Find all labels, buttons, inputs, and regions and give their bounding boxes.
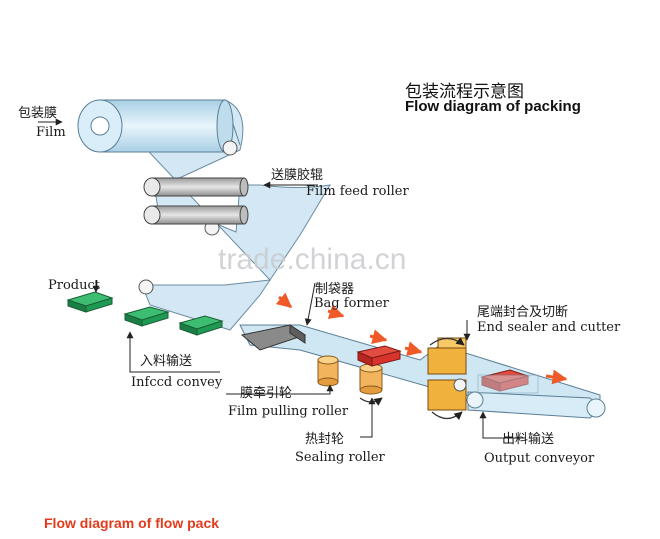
product-box	[66, 291, 114, 313]
label-pulling-roller-en: Film pulling roller	[228, 404, 349, 419]
sealing-rollers	[359, 363, 383, 406]
label-bag-former-en: Bag former	[314, 296, 389, 311]
flow-arrows	[275, 292, 568, 385]
film-feed-roller-pair	[143, 177, 249, 225]
diagram-title-en: Flow diagram of packing	[405, 98, 581, 115]
label-output-conveyor-en: Output conveyor	[484, 451, 595, 466]
label-film-cn: 包装膜	[18, 106, 58, 121]
label-pulling-roller-cn: 膜牵引轮	[240, 386, 293, 401]
label-sealing-roller-en: Sealing roller	[295, 450, 385, 465]
label-end-sealer-cn: 尾端封合及切断	[477, 305, 569, 320]
packages-in-tube	[356, 345, 402, 367]
infeed-products	[66, 291, 224, 336]
watermark: trade.china.cn	[218, 243, 407, 276]
label-film-feed-roller-en: Film feed roller	[306, 184, 409, 199]
label-infeed-en: Infccd convey	[131, 375, 223, 390]
label-infeed-cn: 入料输送	[140, 354, 193, 369]
caption: Flow diagram of flow pack	[44, 515, 220, 531]
label-film-en: Film	[36, 125, 66, 140]
leader-lines	[38, 118, 525, 439]
pulling-rollers	[317, 355, 339, 387]
label-bag-former-cn: 制袋器	[315, 282, 355, 297]
label-film-feed-roller-cn: 送膜胶辊	[271, 168, 324, 183]
finished-package	[477, 369, 539, 394]
film-roll	[77, 99, 234, 153]
label-output-conveyor-cn: 出料输送	[502, 432, 555, 447]
label-sealing-roller-cn: 热封轮	[305, 432, 345, 447]
bag-former	[240, 324, 307, 351]
product-box	[123, 306, 170, 327]
diagram-title-cn: 包装流程示意图	[405, 82, 524, 102]
end-sealer-cutter	[427, 337, 467, 421]
label-product: Product	[48, 278, 100, 293]
product-box	[178, 315, 224, 336]
label-end-sealer-en: End sealer and cutter	[477, 320, 621, 335]
output-conveyor	[466, 391, 606, 419]
